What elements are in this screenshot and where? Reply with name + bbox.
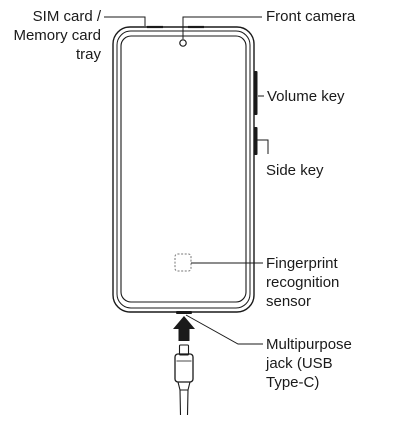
label-front-camera-line-1: Front camera [266,8,356,25]
label-sim-tray: SIM card / Memory card tray [8,7,101,64]
label-fingerprint-line-3: sensor [266,293,312,310]
label-fingerprint: Fingerprint recognition sensor [266,254,339,311]
usb-plug-body [174,353,194,383]
label-sim-tray-line-2: Memory card [13,27,101,44]
usb-cable-neck [177,381,191,391]
label-volume-key: Volume key [267,87,345,106]
fingerprint-sensor [174,253,192,272]
label-usb-jack-line-3: Type-C) [266,374,320,391]
phone-body-outline [112,26,255,313]
label-side-key-line-1: Side key [266,162,324,179]
side-key [254,127,258,155]
label-usb-jack: Multipurpose jack (USB Type-C) [266,335,352,392]
usb-cable [179,389,189,416]
phone-screen [120,35,247,303]
label-sim-tray-line-1: SIM card / [32,8,101,25]
leader-usb-jack [185,314,263,345]
volume-key [254,71,258,115]
label-fingerprint-line-2: recognition [266,274,340,291]
usb-port [176,311,192,314]
front-camera [179,39,187,47]
insert-arrow [173,316,195,341]
label-sim-tray-line-3: tray [75,46,101,63]
phone-body-inner-outline [116,30,251,309]
label-side-key: Side key [266,161,324,180]
label-volume-key-line-1: Volume key [267,88,345,105]
usb-plug-tip [178,344,190,356]
leader-side-key [257,139,269,154]
label-fingerprint-line-1: Fingerprint [266,255,338,272]
leader-sim-tray [104,16,146,26]
label-usb-jack-line-2: jack (USB [266,355,333,372]
label-front-camera: Front camera [266,7,355,26]
label-usb-jack-line-1: Multipurpose [266,336,352,353]
leader-front-camera [182,16,262,39]
